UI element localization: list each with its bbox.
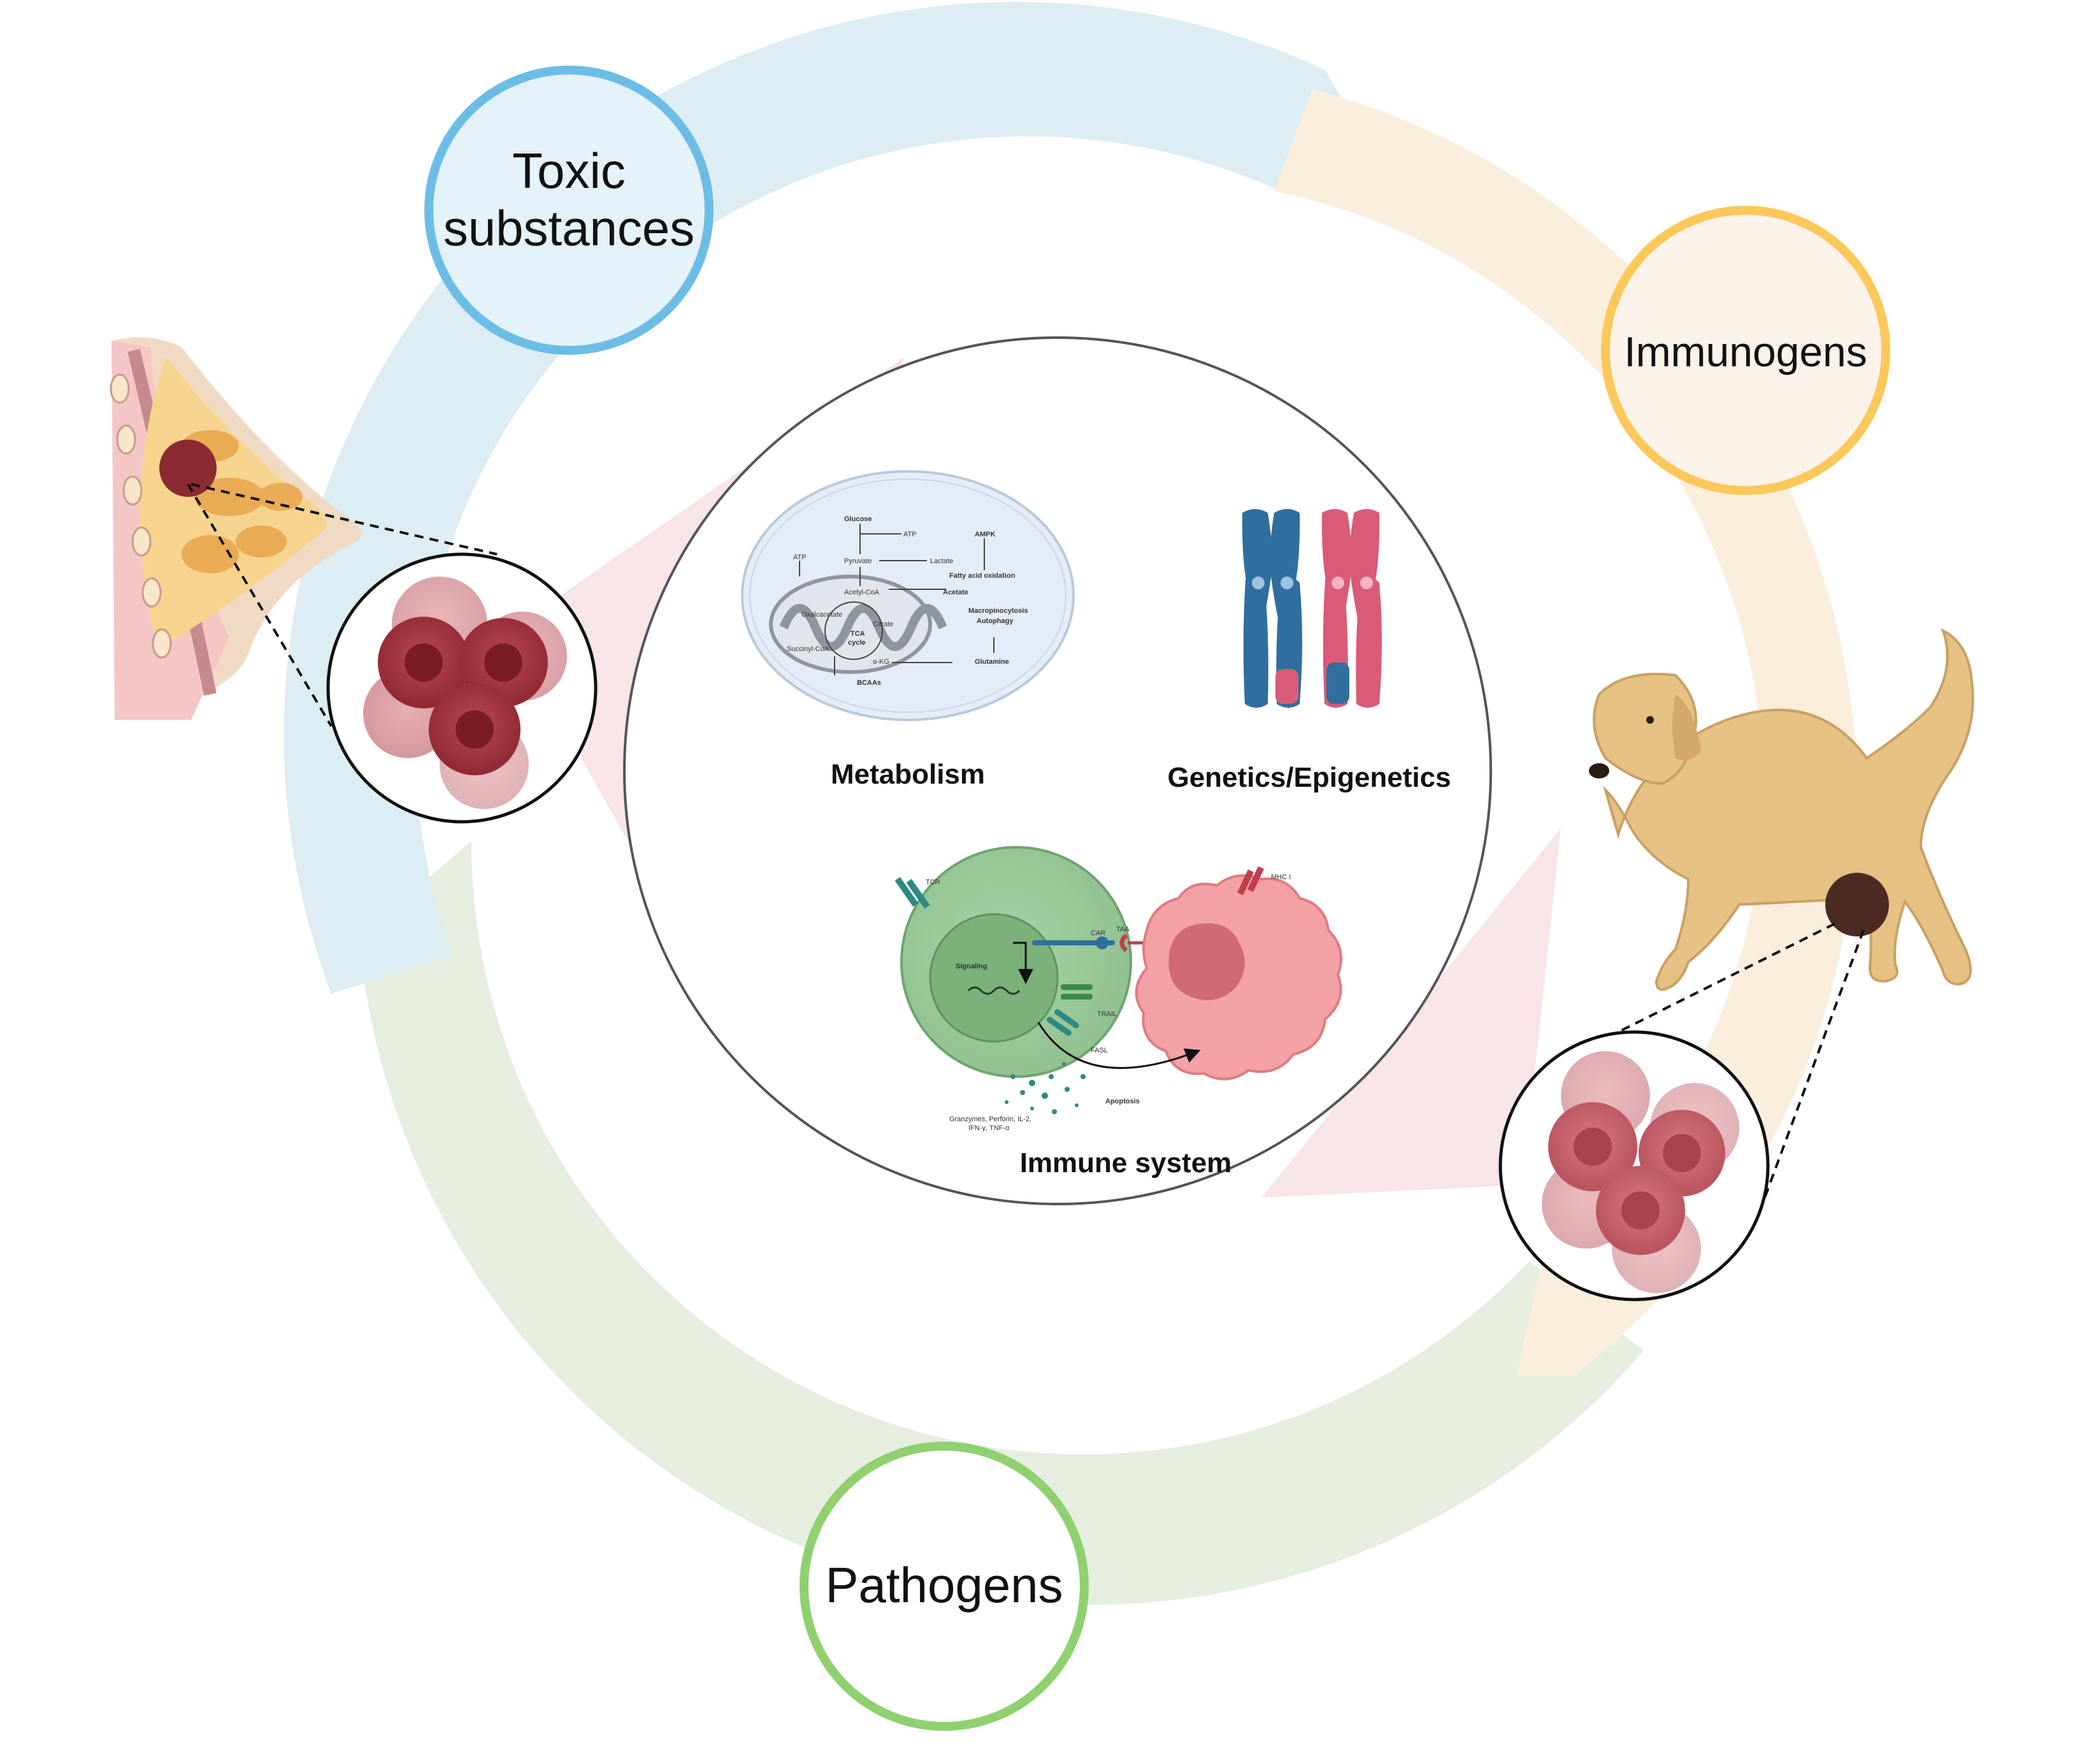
term-atp-top: ATP [903, 531, 917, 538]
chromosome-blue-icon [1242, 509, 1302, 708]
term-tca: TCA [851, 630, 865, 638]
term-taa: TAA [1116, 926, 1130, 933]
dog-tumor-zoom [1498, 1030, 1770, 1301]
term-autophagy: Autophagy [977, 617, 1014, 625]
term-signaling: Signaling [956, 963, 987, 970]
cycle-arrow-green [355, 841, 1644, 1605]
trail-receptor-icon [1061, 984, 1093, 1000]
zoom-line-dog-2 [1763, 929, 1865, 1198]
human-breast-illustration [110, 337, 362, 720]
term-succinyl-coa: Succinyl-CoA [787, 645, 829, 653]
toxic-label-line2: substances [443, 200, 695, 256]
term-car: CAR [1091, 929, 1105, 937]
term-glucose: Glucose [844, 515, 872, 523]
metabolism-panel: Glucose ATP AMPK ATP Pyruvate Lactate Fa… [741, 470, 1075, 790]
toxic-substances-bubble: Toxic substances [424, 66, 714, 355]
taa-antigen-icon [1119, 933, 1128, 952]
car-receptor-icon [1032, 936, 1115, 949]
term-citrate: Citrate [873, 620, 893, 628]
term-ampk: AMPK [975, 531, 995, 538]
term-lactate: Lactate [930, 557, 953, 565]
genetics-label: Genetics/Epigenetics [1167, 762, 1451, 793]
mhc-receptor-icon [1237, 866, 1264, 896]
cytotoxic-granules [1005, 1062, 1086, 1114]
metabolism-label: Metabolism [831, 759, 985, 790]
tumor-cell-icon [1135, 874, 1342, 1080]
term-trail: TRAIL [1097, 1010, 1117, 1018]
term-acetyl-coa: Acetyl-CoA [844, 589, 880, 596]
term-bcaas: BCAAs [857, 679, 881, 687]
term-apoptosis: Apoptosis [1105, 1098, 1140, 1105]
zoom-line-breast-1 [190, 483, 498, 556]
dog-tumor-icon [1825, 873, 1889, 936]
term-granzymes-1: Granzymes, Perforin, IL-2, [949, 1115, 1031, 1123]
metabolism-pathway [799, 524, 994, 675]
genetics-panel: Genetics/Epigenetics [1167, 509, 1451, 793]
term-alpha-kg: α-KG [873, 658, 889, 666]
term-tcr: TCR [926, 878, 940, 886]
fasl-receptor-icon [1046, 1009, 1079, 1036]
immunogens-bubble: Immunogens [1601, 206, 1890, 495]
metabolism-terms: Glucose ATP AMPK ATP Pyruvate Lactate Fa… [787, 515, 1028, 687]
term-granzymes-2: IFN-γ, TNF-α [968, 1124, 1010, 1132]
immune-label: Immune system [1020, 1147, 1232, 1179]
mitochondrion-icon [769, 575, 947, 674]
immune-panel: Signaling TCR CAR TAA TRAIL FASL [894, 846, 1342, 1179]
dog-illustration [1589, 628, 1974, 991]
breast-tumor-icon [159, 440, 217, 497]
term-acetate: Acetate [943, 589, 968, 596]
term-fatty-acid: Fatty acid oxidation [949, 572, 1016, 580]
pathogens-bubble: Pathogens [800, 1442, 1089, 1731]
pathogens-label: Pathogens [826, 1557, 1063, 1613]
term-oxaloacetate: Oxalcacetate [801, 611, 842, 619]
immunogens-label: Immunogens [1624, 328, 1867, 375]
chromosome-pink-icon [1321, 509, 1382, 708]
term-cycle: cycle [848, 639, 866, 647]
toxic-label-line1: Toxic [512, 143, 626, 199]
term-mhc: MHC I [1271, 873, 1291, 881]
term-fasl: FASL [1091, 1047, 1108, 1054]
term-macropinocytosis: Macropinocytosis [968, 607, 1028, 615]
apoptosis-arrow [1037, 1022, 1201, 1069]
tcr-receptor-icon [894, 877, 930, 909]
term-atp-left: ATP [793, 554, 807, 561]
zoom-line-breast-2 [187, 483, 333, 728]
term-pyruvate: Pyruvate [844, 557, 872, 565]
term-glutamine: Glutamine [975, 658, 1009, 666]
human-tumor-zoom [326, 552, 598, 824]
